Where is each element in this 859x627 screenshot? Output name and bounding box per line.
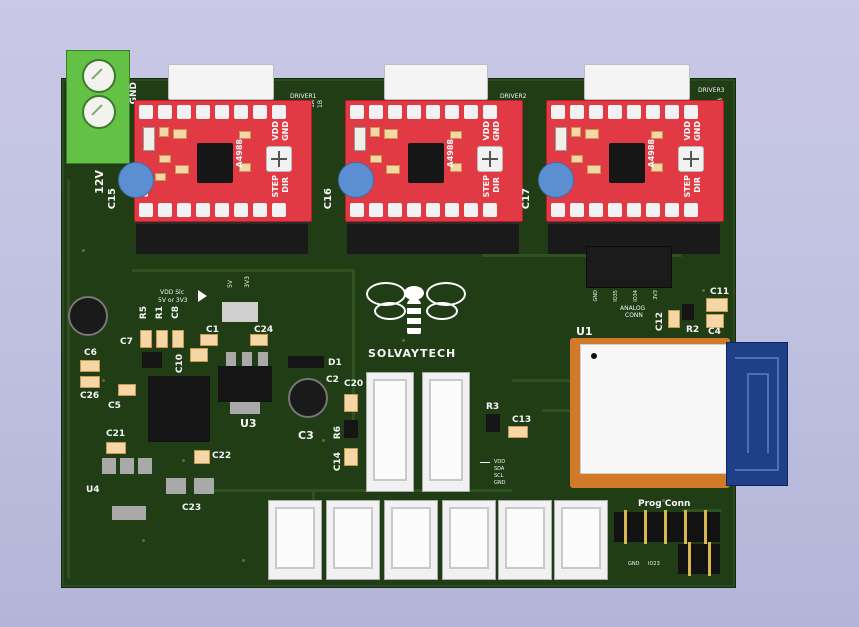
driver-chip-label: A4988: [446, 139, 455, 168]
motor-connector-2[interactable]: [384, 64, 488, 100]
pin1-dot-icon: [591, 353, 597, 359]
driver-pad-row: [139, 203, 286, 217]
diode-d1: [288, 356, 324, 368]
analog-label-2: CONN: [625, 312, 643, 319]
sensor-connector-3[interactable]: [384, 500, 438, 580]
label-u1: U1: [576, 325, 593, 338]
a4988-chip: [609, 143, 645, 183]
vdd-select-sublabel: 5V or 3V3: [158, 297, 188, 304]
vdd-select-jumper[interactable]: [222, 302, 258, 322]
logo-wing: [374, 302, 406, 320]
via: [242, 559, 245, 562]
analog-connector[interactable]: [586, 246, 672, 288]
cap-c7-electrolytic: [68, 296, 108, 336]
sensor-connector-2[interactable]: [326, 500, 380, 580]
sensor-connector-6[interactable]: [554, 500, 608, 580]
cap-c16: [338, 162, 374, 198]
prog-conn-label: Prog Conn: [638, 499, 691, 509]
esp32-module[interactable]: [580, 344, 728, 474]
cap-c17: [538, 162, 574, 198]
cap-c3-electrolytic: [288, 378, 328, 418]
u3-regulator: [218, 366, 272, 402]
logo-wing: [426, 302, 458, 320]
via: [702, 289, 705, 292]
label-c17: C17: [521, 188, 532, 210]
trace: [132, 269, 352, 272]
current-trimpot-icon[interactable]: [266, 146, 292, 172]
stepper-driver-3[interactable]: A4988 VDD GND STEP DIR EN: [546, 100, 724, 222]
logo-head: [404, 286, 424, 300]
gpio-header[interactable]: [678, 542, 720, 576]
prog-header[interactable]: [614, 510, 720, 544]
label-c16: C16: [323, 188, 334, 210]
arrow-right-icon: [198, 290, 207, 302]
driver2-label: DRIVER2: [500, 93, 527, 100]
via: [402, 339, 405, 342]
via: [662, 499, 665, 502]
via: [182, 459, 185, 462]
driver2-header: [347, 222, 519, 254]
regulator-ic: [148, 376, 210, 442]
driver-pad-row: [350, 105, 497, 119]
via: [322, 439, 325, 442]
driver1-1b-label: 1B: [317, 100, 324, 108]
current-trimpot-icon[interactable]: [678, 146, 704, 172]
label-u4: U4: [86, 485, 100, 495]
driver1-label: DRIVER1: [290, 93, 317, 100]
vdd-select-label: VDD Slc: [160, 289, 185, 296]
a4988-chip: [408, 143, 444, 183]
connector-center-2[interactable]: [422, 372, 470, 492]
label-c15: C15: [107, 188, 118, 210]
via: [142, 539, 145, 542]
trace: [212, 489, 512, 492]
trace: [682, 509, 722, 512]
driver-pad-row: [139, 105, 286, 119]
terminal-screw-hole[interactable]: [82, 59, 116, 93]
driver-pad-row: [350, 203, 497, 217]
trace: [482, 254, 682, 257]
esp32-antenna: [726, 342, 788, 486]
sensor-connector-1[interactable]: [268, 500, 322, 580]
trace: [542, 409, 572, 412]
sensor-connector-4[interactable]: [442, 500, 496, 580]
motor-connector-3[interactable]: [584, 64, 690, 100]
current-trimpot-icon[interactable]: [477, 146, 503, 172]
power-12v-label: 12V: [93, 170, 106, 194]
analog-label: ANALOG: [620, 305, 646, 312]
driver-pad-row: [551, 203, 698, 217]
trace: [352, 269, 355, 429]
firefly-logo-icon: [407, 298, 421, 338]
driver-chip-label: A4988: [647, 139, 656, 168]
via: [82, 249, 85, 252]
a4988-chip: [197, 143, 233, 183]
label-u3: U3: [240, 417, 257, 430]
driver1-header: [136, 222, 308, 254]
via: [102, 379, 105, 382]
cap-c15: [118, 162, 154, 198]
driver-pad-row: [551, 105, 698, 119]
stepper-driver-1[interactable]: A4988 VDD GND STEP DIR EN: [134, 100, 312, 222]
power-terminal-block[interactable]: [66, 50, 130, 164]
motor-connector-1[interactable]: [168, 64, 274, 100]
sensor-connector-5[interactable]: [498, 500, 552, 580]
brand-logo-text: SOLVAYTECH: [368, 347, 457, 360]
stepper-driver-2[interactable]: A4988 VDD GND STEP DIR EN: [345, 100, 523, 222]
trace: [512, 379, 572, 382]
terminal-screw-hole[interactable]: [82, 95, 116, 129]
arrow-right-icon: [480, 462, 490, 463]
trace: [67, 179, 70, 579]
driver3-label: DRIVER3: [698, 87, 725, 94]
driver-chip-label: A4988: [235, 139, 244, 168]
connector-center-1[interactable]: [366, 372, 414, 492]
